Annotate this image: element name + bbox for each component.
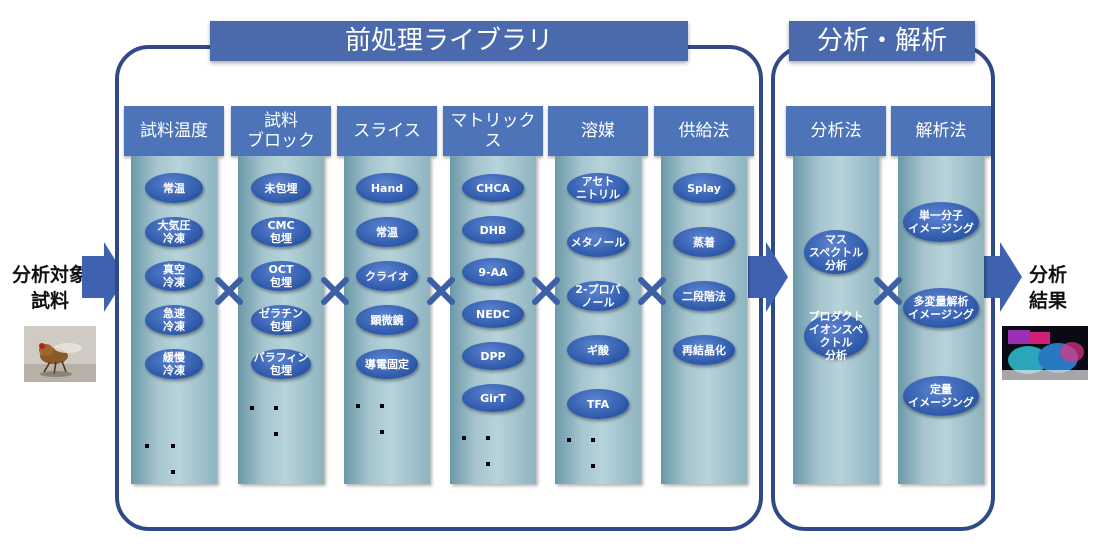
option-pill: 急速 冷凍 bbox=[145, 305, 203, 335]
ellipsis-dot bbox=[591, 464, 595, 468]
column-body: 未包埋 CMC 包埋 OCT 包埋ゼラチン 包埋パラフィン 包埋 bbox=[238, 156, 324, 484]
multiply-icon bbox=[532, 277, 560, 305]
column-header: 分析法 bbox=[786, 106, 886, 156]
flow-arrow-icon bbox=[748, 242, 788, 312]
ellipsis-dot bbox=[486, 462, 490, 466]
option-pill: 緩慢 冷凍 bbox=[145, 349, 203, 379]
option-pill: アセト ニトリル bbox=[567, 173, 629, 203]
option-pill: 常温 bbox=[356, 217, 418, 247]
option-pill: クライオ bbox=[356, 261, 418, 291]
sample-label: 分析対象 試料 bbox=[11, 264, 88, 312]
result-image bbox=[1002, 326, 1088, 380]
column-header: 解析法 bbox=[891, 106, 991, 156]
option-pill: 未包埋 bbox=[251, 173, 311, 203]
preprocess-column: 溶媒アセト ニトリルメタノール 2-プロパ ノールギ酸 TFA bbox=[548, 106, 648, 484]
ellipsis-dot bbox=[171, 470, 175, 474]
option-pill: 大気圧 冷凍 bbox=[145, 217, 203, 247]
ellipsis-dot bbox=[274, 432, 278, 436]
ellipsis-dot bbox=[171, 444, 175, 448]
option-pill: 2-プロパ ノール bbox=[567, 281, 629, 311]
option-pill: ギ酸 bbox=[567, 335, 629, 365]
preprocess-column: 試料 ブロック未包埋 CMC 包埋 OCT 包埋ゼラチン 包埋パラフィン 包埋 bbox=[231, 106, 331, 484]
option-pill: DPP bbox=[462, 342, 524, 370]
fly-photo bbox=[24, 326, 96, 382]
column-body: マス スペクトル 分析プロダクト イオンスペクトル 分析 bbox=[793, 156, 879, 484]
column-header: 供給法 bbox=[654, 106, 754, 156]
option-pill: DHB bbox=[462, 216, 524, 244]
option-pill: GirT bbox=[462, 384, 524, 412]
option-pill: 定量 イメージング bbox=[903, 376, 979, 416]
option-pill: メタノール bbox=[567, 227, 629, 257]
option-pill: プロダクト イオンスペクトル 分析 bbox=[804, 310, 868, 362]
ellipsis-dot bbox=[380, 430, 384, 434]
option-pill: NEDC bbox=[462, 300, 524, 328]
preprocess-title: 前処理ライブラリ bbox=[210, 21, 688, 61]
option-pill: 再結晶化 bbox=[673, 335, 735, 365]
option-pill: OCT 包埋 bbox=[251, 261, 311, 291]
option-pill: 真空 冷凍 bbox=[145, 261, 203, 291]
analysis-title: 分析・解析 bbox=[789, 21, 975, 61]
multiply-icon bbox=[215, 277, 243, 305]
ellipsis-dot bbox=[250, 406, 254, 410]
ellipsis-dot bbox=[591, 438, 595, 442]
column-body: CHCA DHB 9-AA NEDC DPP GirT bbox=[450, 156, 536, 484]
column-header: 試料温度 bbox=[124, 106, 224, 156]
option-pill: 導電固定 bbox=[356, 349, 418, 379]
ellipsis-dot bbox=[567, 438, 571, 442]
column-header: 溶媒 bbox=[548, 106, 648, 156]
option-pill: ゼラチン 包埋 bbox=[251, 305, 311, 335]
preprocess-column: マトリックス CHCA DHB 9-AA NEDC DPP GirT bbox=[443, 106, 543, 484]
ellipsis-dot bbox=[145, 444, 149, 448]
option-pill: 単一分子 イメージング bbox=[903, 202, 979, 242]
option-pill: 多変量解析 イメージング bbox=[903, 288, 979, 328]
ellipsis-dot bbox=[356, 404, 360, 408]
analysis-column: 解析法単一分子 イメージング多変量解析 イメージング定量 イメージング bbox=[891, 106, 991, 484]
column-body: アセト ニトリルメタノール 2-プロパ ノールギ酸 TFA bbox=[555, 156, 641, 484]
column-body: 単一分子 イメージング多変量解析 イメージング定量 イメージング bbox=[898, 156, 984, 484]
option-pill: 顕微鏡 bbox=[356, 305, 418, 335]
ellipsis-dot bbox=[486, 436, 490, 440]
multiply-icon bbox=[427, 277, 455, 305]
multiply-icon bbox=[638, 277, 666, 305]
ellipsis-dot bbox=[462, 436, 466, 440]
preprocess-column: 試料温度常温大気圧 冷凍真空 冷凍急速 冷凍緩慢 冷凍 bbox=[124, 106, 224, 484]
ellipsis-dot bbox=[380, 404, 384, 408]
option-pill: Hand bbox=[356, 173, 418, 203]
analysis-column: 分析法マス スペクトル 分析プロダクト イオンスペクトル 分析 bbox=[786, 106, 886, 484]
option-pill: TFA bbox=[567, 389, 629, 419]
option-pill: パラフィン 包埋 bbox=[251, 349, 311, 379]
multiply-icon bbox=[874, 277, 902, 305]
column-header: 試料 ブロック bbox=[231, 106, 331, 156]
option-pill: 9-AA bbox=[462, 258, 524, 286]
option-pill: マス スペクトル 分析 bbox=[804, 230, 868, 274]
option-pill: 蒸着 bbox=[673, 227, 735, 257]
option-pill: 二段階法 bbox=[673, 281, 735, 311]
output-arrow-icon bbox=[982, 242, 1022, 312]
column-body: Splay 蒸着二段階法再結晶化 bbox=[661, 156, 747, 484]
option-pill: CHCA bbox=[462, 174, 524, 202]
multiply-icon bbox=[321, 277, 349, 305]
column-body: Hand 常温クライオ顕微鏡導電固定 bbox=[344, 156, 430, 484]
result-label: 分析 結果 bbox=[1028, 264, 1067, 312]
ellipsis-dot bbox=[274, 406, 278, 410]
option-pill: CMC 包埋 bbox=[251, 217, 311, 247]
option-pill: Splay bbox=[673, 173, 735, 203]
column-body: 常温大気圧 冷凍真空 冷凍急速 冷凍緩慢 冷凍 bbox=[131, 156, 217, 484]
preprocess-column: スライス Hand 常温クライオ顕微鏡導電固定 bbox=[337, 106, 437, 484]
column-header: マトリックス bbox=[443, 106, 543, 156]
option-pill: 常温 bbox=[145, 173, 203, 203]
preprocess-column: 供給法 Splay 蒸着二段階法再結晶化 bbox=[654, 106, 754, 484]
column-header: スライス bbox=[337, 106, 437, 156]
